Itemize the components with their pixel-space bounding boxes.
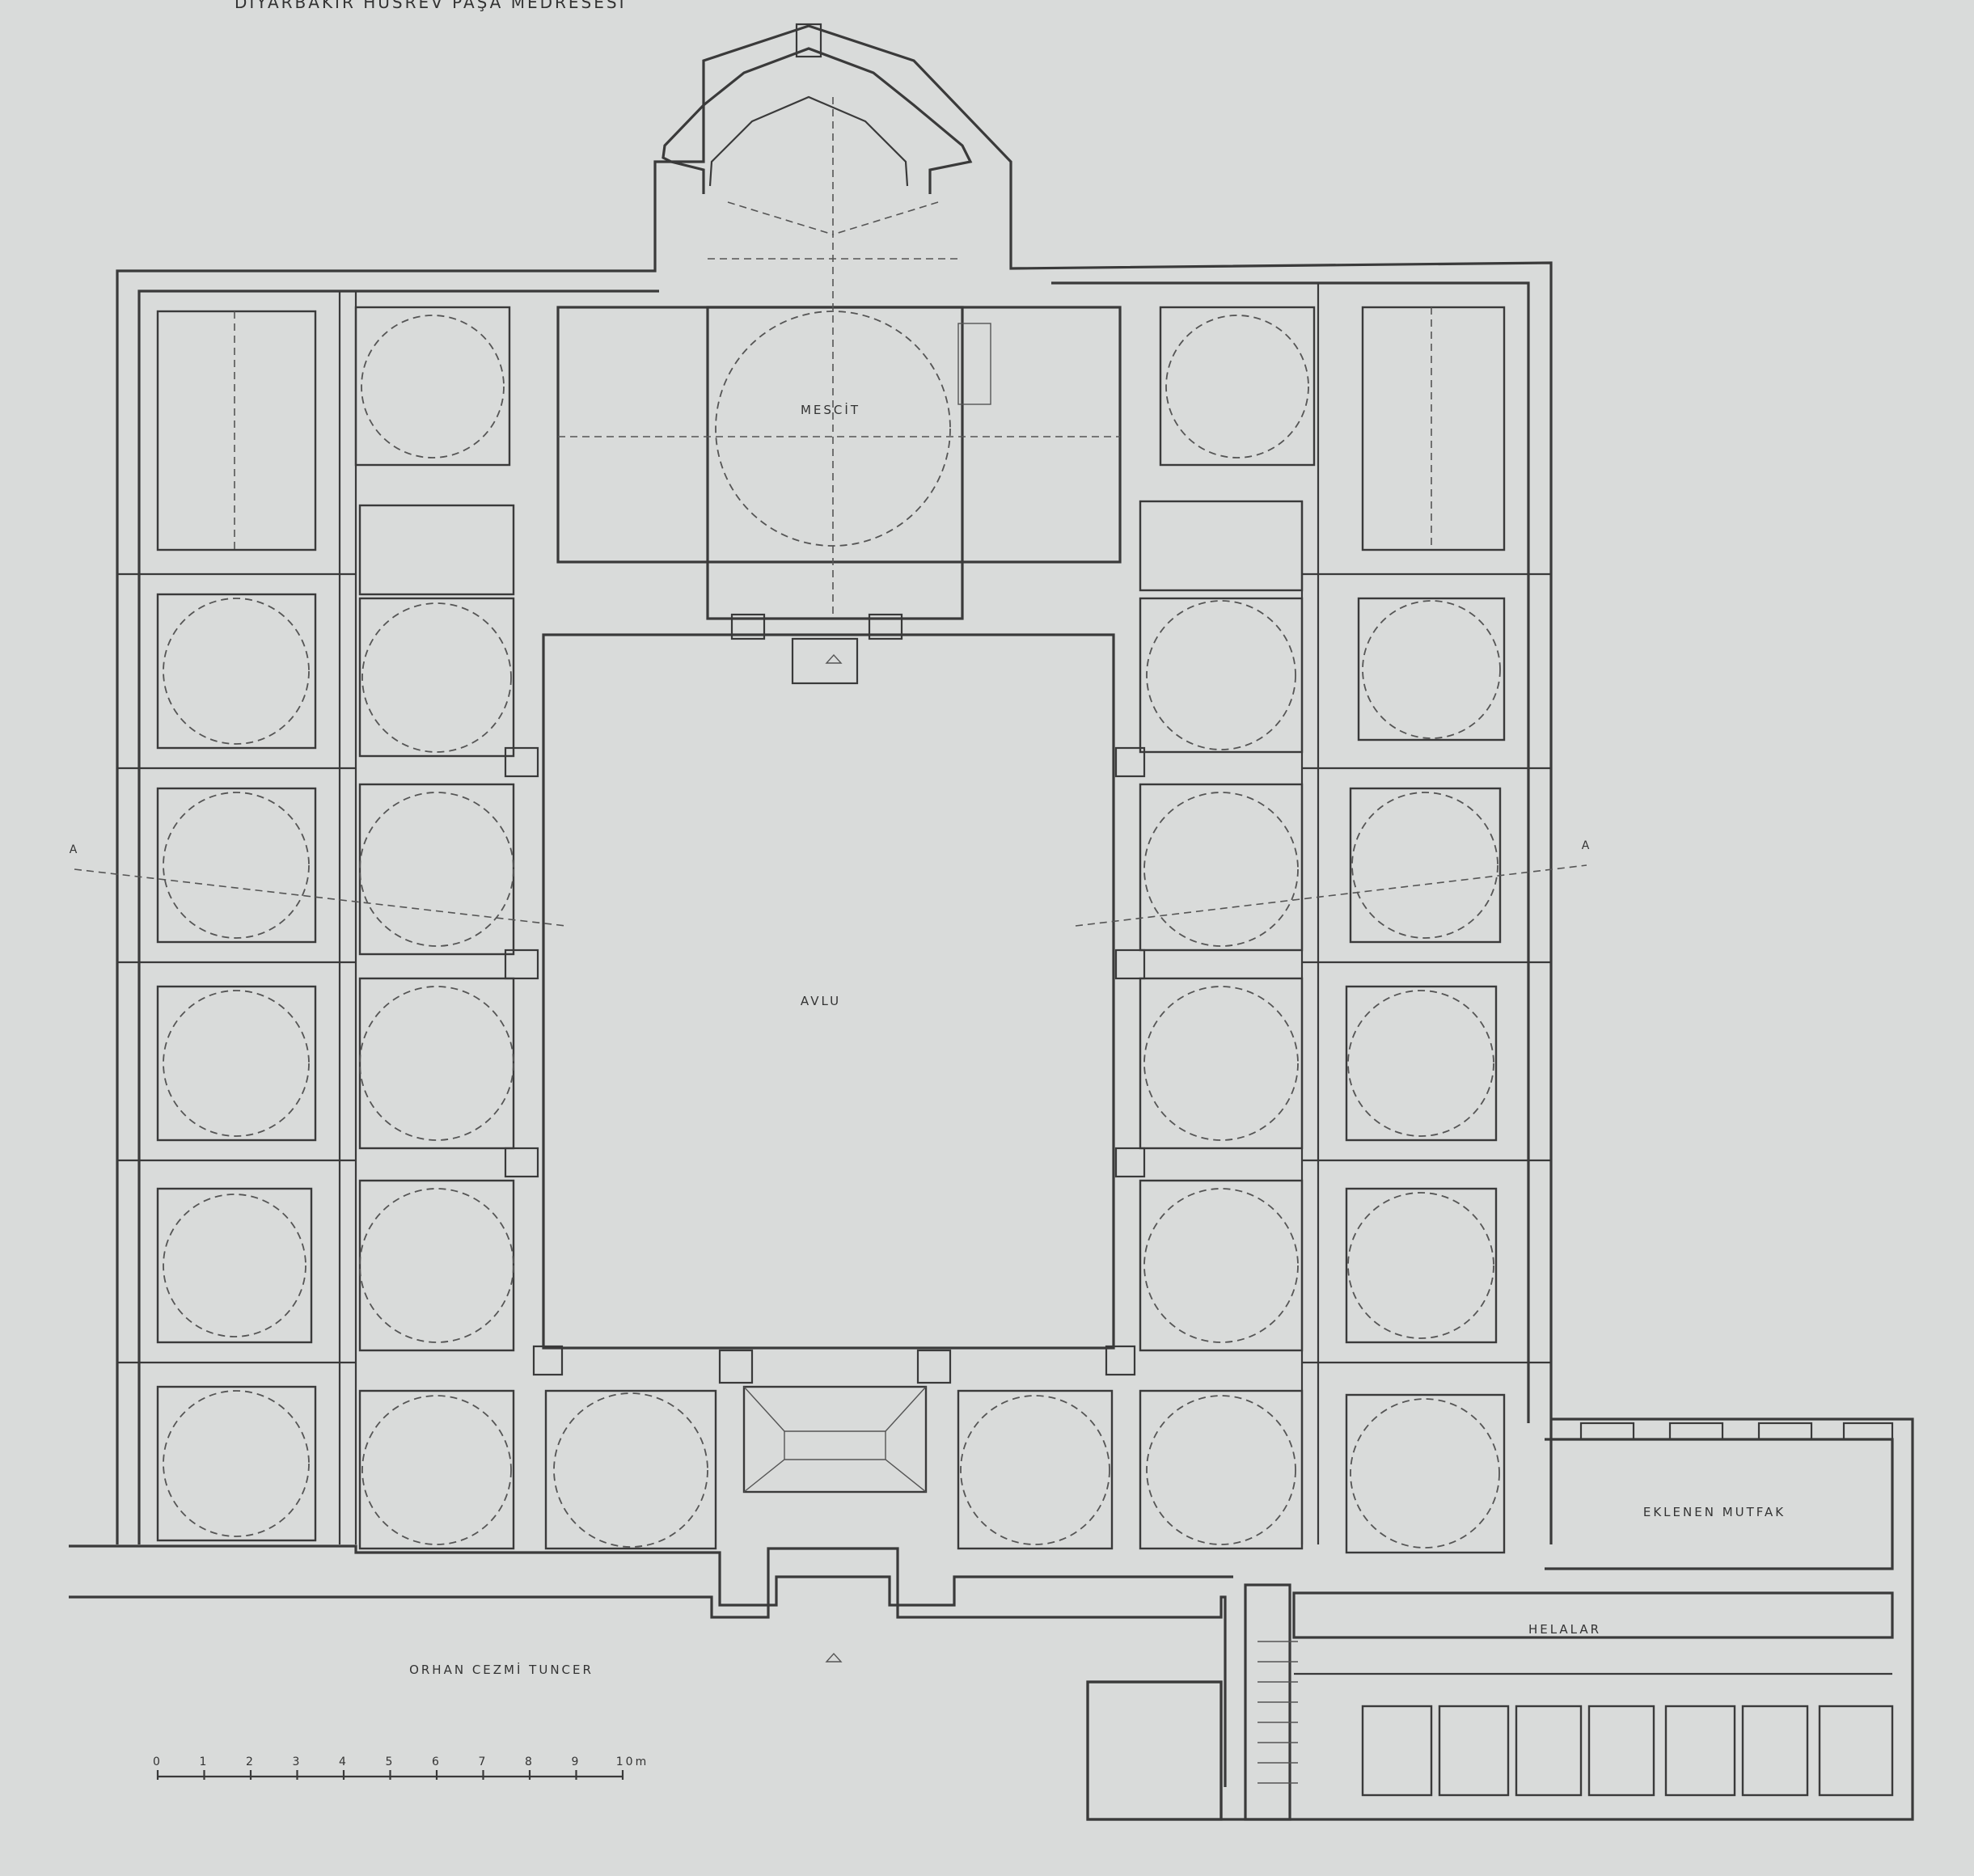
service-wing: EKLENEN MUTFAK HELALAR	[1258, 1422, 1894, 1797]
scale-tick-label: 0	[153, 1756, 163, 1768]
scale-tick-label: 7	[479, 1756, 488, 1768]
toilet-stalls	[1294, 1672, 1894, 1797]
scale-tick-label: 9	[572, 1756, 581, 1768]
right-cells	[1159, 283, 1551, 1554]
scale-tick-label: 5	[386, 1756, 395, 1768]
south-portico	[504, 746, 1146, 1663]
toilets-label: HELALAR	[1528, 1622, 1601, 1637]
scale-tick-label: 4	[339, 1756, 349, 1768]
scale-tick-label: 10m	[616, 1756, 649, 1768]
scale-tick-label: 2	[246, 1756, 256, 1768]
scale-tick-label: 1	[200, 1756, 209, 1768]
section-marker-left: A	[70, 843, 80, 856]
left-cells	[117, 291, 511, 1544]
left-portico	[358, 504, 515, 1550]
courtyard-label: AVLU	[801, 994, 841, 1008]
outer-walls	[69, 23, 1914, 1821]
scale-bar: 0 1 2 3 4 5 6 7 8 9 10m	[153, 1756, 649, 1780]
entrance-triangle-icon	[825, 653, 843, 664]
author-credit: ORHAN CEZMİ TUNCER	[409, 1662, 594, 1677]
scale-tick-label: 3	[293, 1756, 302, 1768]
courtyard: AVLU	[542, 633, 1115, 1350]
scale-tick-label: 6	[432, 1756, 442, 1768]
section-markers: A A	[70, 839, 1592, 927]
mosque-label: MESCİT	[801, 402, 860, 417]
scale-tick-label: 8	[525, 1756, 535, 1768]
stairs	[1258, 1641, 1298, 1784]
right-portico	[1139, 500, 1304, 1550]
drawing-title: DİYARBAKIR HÜSREV PAŞA MEDRESESİ	[235, 0, 626, 12]
entrance-triangle-icon	[825, 1652, 843, 1663]
section-marker-right: A	[1582, 839, 1592, 852]
mosque-block: MESCİT	[556, 97, 1122, 685]
kitchen-label: EKLENEN MUTFAK	[1643, 1505, 1786, 1519]
